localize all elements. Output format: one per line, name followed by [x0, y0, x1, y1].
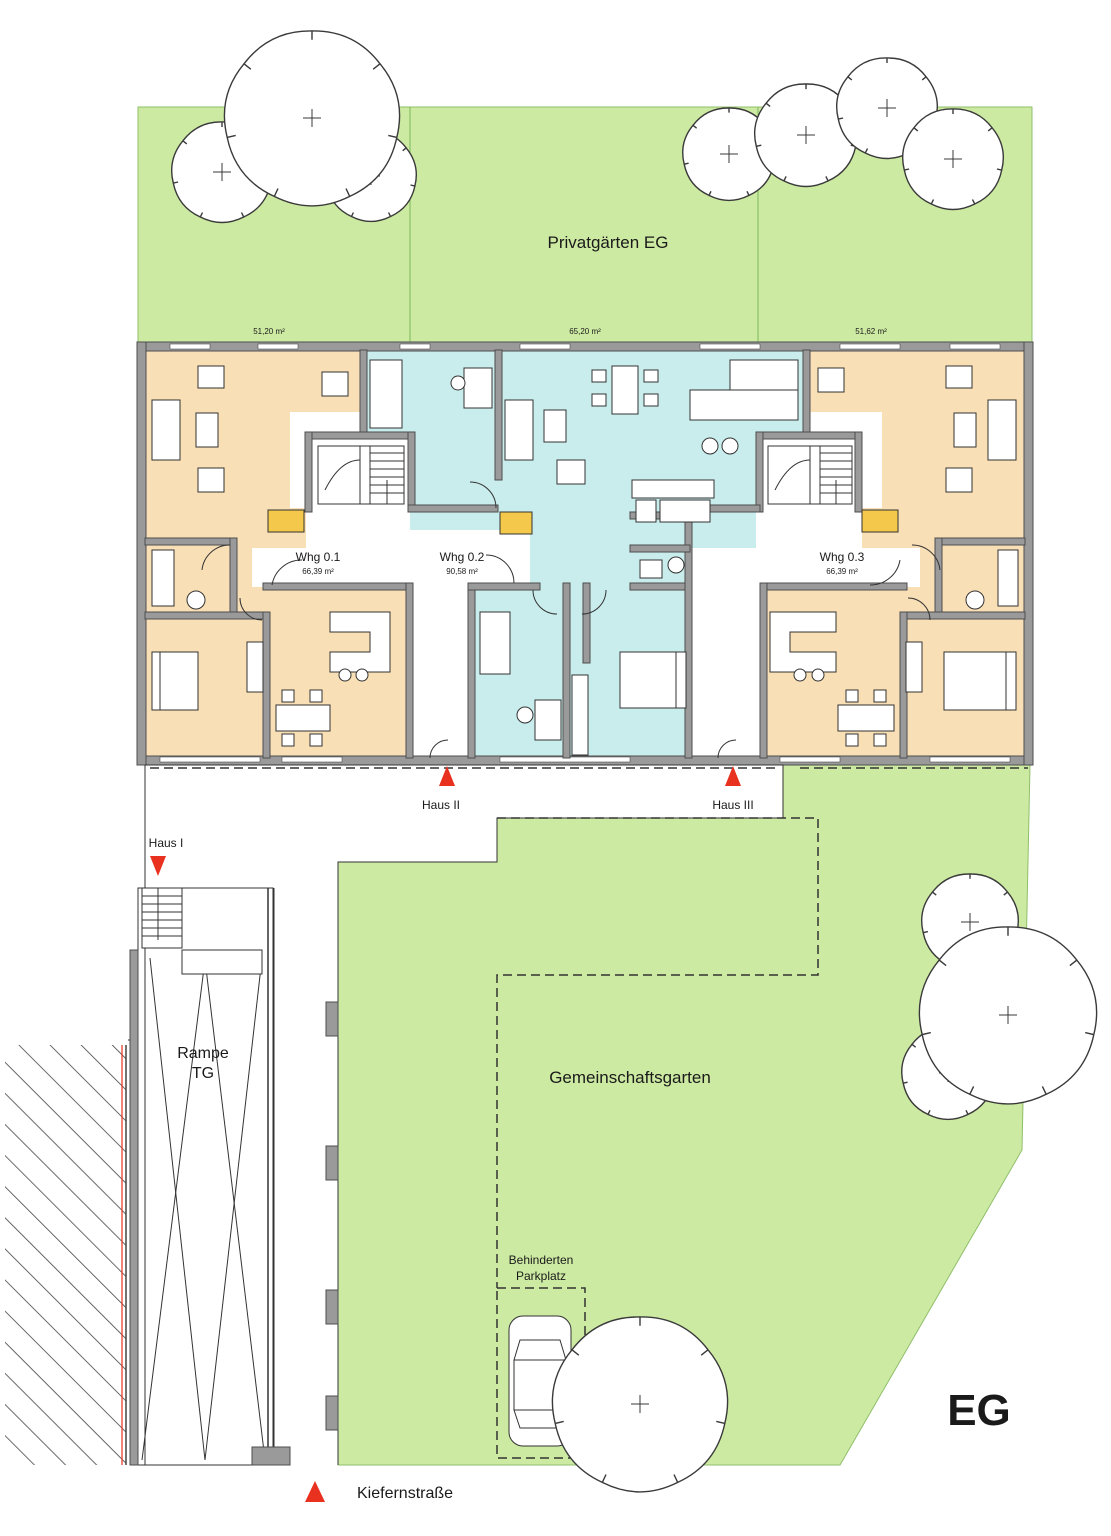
sofa-icon: [987, 399, 1017, 461]
hatched-neighbour-area: [5, 1045, 126, 1465]
unit-0-1-fill: [145, 350, 360, 758]
tree-icon: [918, 926, 1098, 1105]
ramp-outer: [137, 887, 274, 1466]
interior-walls: [144, 349, 1026, 759]
entrance-label-haus-2: Haus II: [422, 798, 460, 812]
neighbour-plot: [5, 1045, 127, 1465]
shaft: [267, 509, 305, 533]
entrance-marker-haus-3: [725, 766, 741, 786]
building: [136, 341, 1034, 766]
parking-label-line-1: Behinderten: [509, 1253, 574, 1267]
entrance-marker-haus-1: [150, 856, 166, 876]
tree-icon: [223, 30, 401, 207]
street-marker: [305, 1481, 325, 1502]
unit-0-1-furniture: [151, 365, 391, 747]
sofa-icon: [504, 399, 534, 461]
window: [699, 343, 761, 350]
unit-0-2-furniture: [369, 359, 799, 756]
unit-name-0-1: Whg 0.1: [296, 550, 341, 564]
unit-0-2-fill: [362, 350, 808, 758]
pillars: [325, 1001, 339, 1431]
wall-east: [1023, 341, 1034, 766]
door-icon: [201, 481, 941, 759]
dining-table-icon: [275, 704, 331, 732]
ramp-cap: [181, 949, 263, 975]
unit-name-0-3: Whg 0.3: [820, 550, 865, 564]
unit-name-0-2: Whg 0.2: [440, 550, 485, 564]
ramp: [128, 887, 291, 1466]
parking-label-line-2: Parkplatz: [516, 1269, 566, 1283]
tree-icon: [901, 108, 1005, 211]
window: [281, 756, 343, 763]
dining-table-icon: [837, 704, 895, 732]
unit-area-0-3: 66,39 m²: [826, 567, 858, 576]
ramp-label-line-1: Rampe: [177, 1045, 229, 1062]
unit-area-0-1: 66,39 m²: [302, 567, 334, 576]
ramp-base: [251, 1446, 291, 1466]
wall-west: [136, 341, 147, 766]
window: [949, 343, 1001, 350]
window: [159, 756, 261, 763]
ramp-slope-left: [149, 957, 263, 1461]
forecourt-outline: [145, 764, 784, 1465]
window: [169, 343, 211, 350]
private-gardens-title: Privatgärten EG: [548, 233, 669, 252]
window: [519, 343, 571, 350]
unit-0-3-furniture: [769, 365, 1019, 747]
window: [399, 343, 431, 350]
unit-area-0-2: 90,58 m²: [446, 567, 478, 576]
dining-table-icon: [611, 365, 639, 415]
plot-area-1: 51,20 m²: [253, 327, 285, 336]
bed-icon: [943, 651, 1017, 711]
shaft: [861, 509, 899, 533]
ramp-slope-right: [141, 959, 266, 1461]
sofa-icon: [151, 399, 181, 461]
plot-area-3: 51,62 m²: [855, 327, 887, 336]
window: [779, 756, 841, 763]
trees: [170, 30, 1098, 1493]
entrance-label-haus-3: Haus III: [712, 798, 753, 812]
bed-icon: [619, 651, 687, 709]
stair-icon: [767, 445, 853, 505]
plot-area-2: 65,20 m²: [569, 327, 601, 336]
entrance-marker-haus-2: [439, 766, 455, 786]
community-garden-title: Gemeinschaftsgarten: [549, 1068, 711, 1087]
ramp-label-line-2: TG: [192, 1065, 214, 1082]
window: [257, 343, 299, 350]
stair-icon: [141, 887, 183, 949]
tree-icon: [551, 1316, 729, 1493]
bed-icon: [151, 651, 199, 711]
entrance-label-haus-1: Haus I: [149, 836, 184, 850]
window: [929, 756, 1011, 763]
street-name: Kiefernstraße: [357, 1485, 453, 1502]
stair-icon: [317, 445, 405, 505]
window: [839, 343, 901, 350]
shaft: [499, 511, 533, 535]
floor-label: EG: [947, 1386, 1011, 1435]
